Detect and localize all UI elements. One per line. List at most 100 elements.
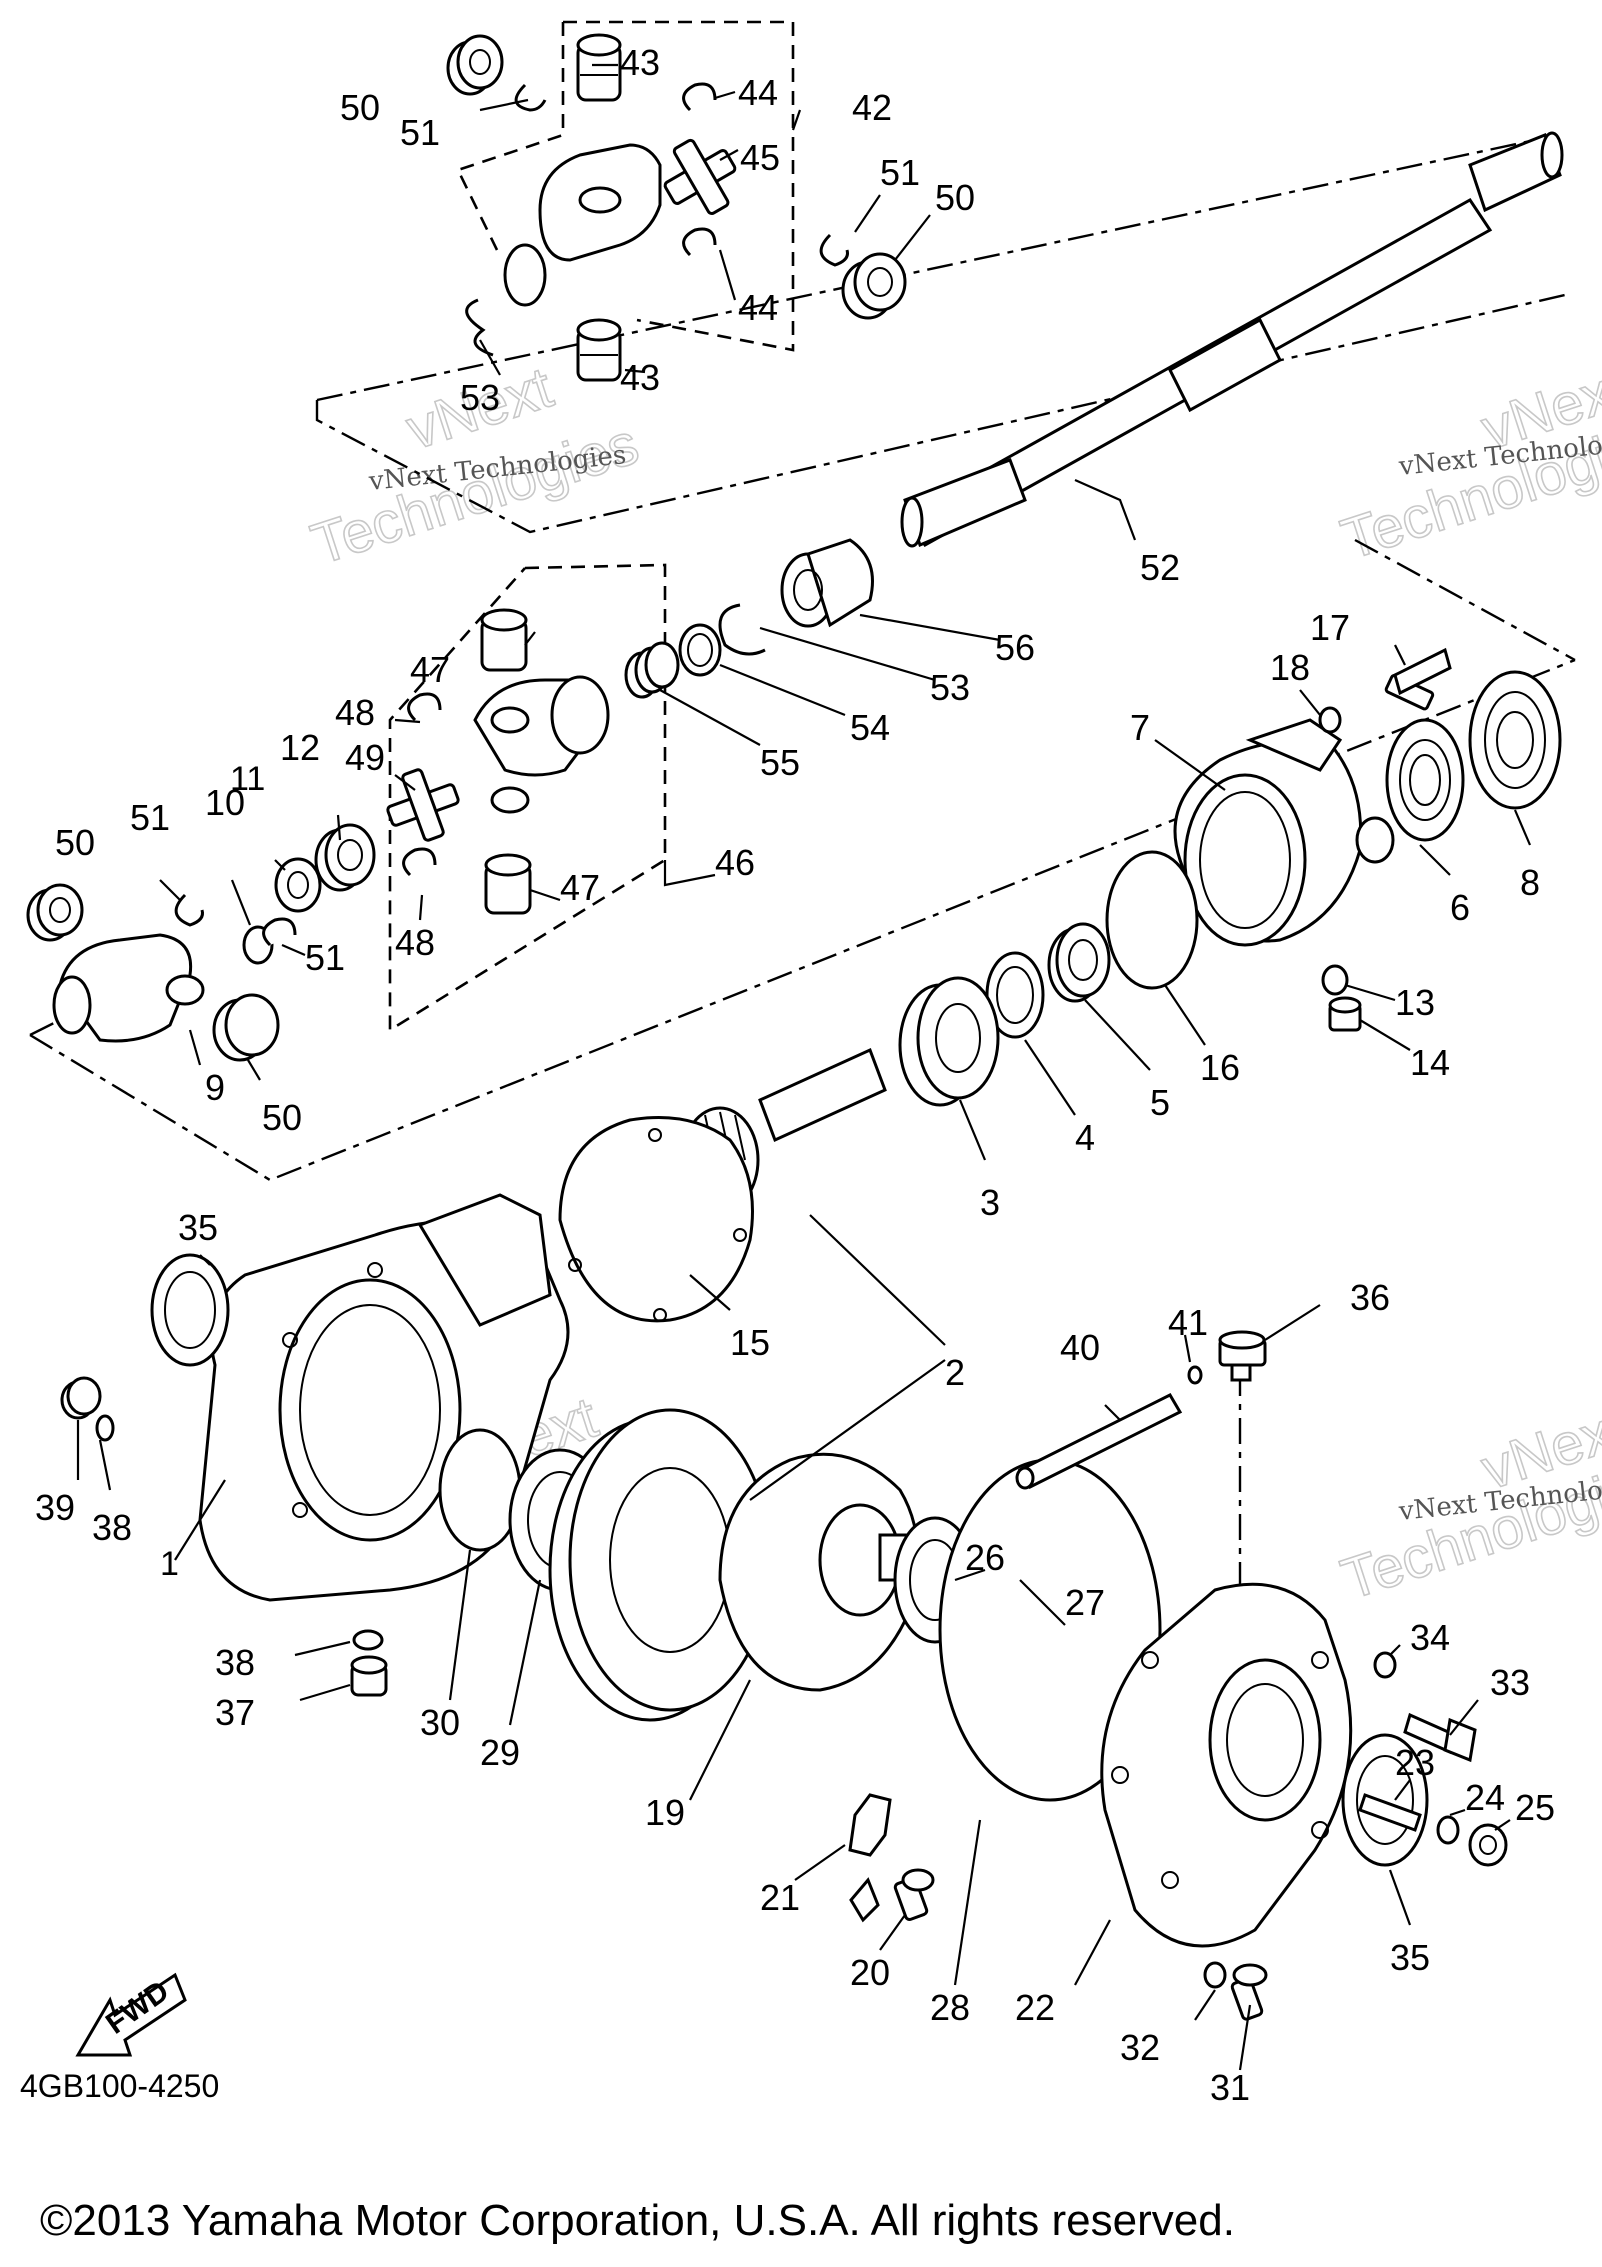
bearing-3 bbox=[898, 976, 1000, 1107]
forward-arrow-icon: FWD bbox=[75, 1972, 187, 2057]
circlip-51-right bbox=[819, 233, 849, 267]
callout-9: 9 bbox=[205, 1067, 225, 1108]
callout-26: 26 bbox=[965, 1537, 1005, 1578]
bearing-cup-47-upper bbox=[480, 608, 528, 672]
callout-27: 27 bbox=[1065, 1582, 1105, 1623]
shaft-line-bottom bbox=[315, 293, 1566, 534]
callout-30: 30 bbox=[420, 1702, 460, 1743]
callout-22: 22 bbox=[1015, 1987, 1055, 2028]
callout-38b: 38 bbox=[215, 1642, 255, 1683]
callout-51b: 51 bbox=[880, 152, 920, 193]
callout-35b: 35 bbox=[1390, 1937, 1430, 1978]
callout-20: 20 bbox=[850, 1952, 890, 1993]
callout-56: 56 bbox=[995, 627, 1035, 668]
callout-29: 29 bbox=[480, 1732, 520, 1773]
yoke-line-end bbox=[29, 1018, 61, 1037]
callout-5: 5 bbox=[1150, 1082, 1170, 1123]
callout-53b: 53 bbox=[930, 667, 970, 708]
oring-16 bbox=[1105, 850, 1199, 990]
circlip-53-mid bbox=[718, 603, 766, 656]
callout-32: 32 bbox=[1120, 2027, 1160, 2068]
callout-17: 17 bbox=[1310, 607, 1350, 648]
callout-28: 28 bbox=[930, 1987, 970, 2028]
callout-44a: 44 bbox=[738, 72, 778, 113]
callout-1: 1 bbox=[160, 1545, 179, 1583]
yoke-upper-ear bbox=[578, 186, 622, 214]
ring-gear bbox=[548, 1408, 772, 1722]
yoke-upper-splines bbox=[503, 243, 547, 307]
bearing-line bbox=[1354, 538, 1576, 662]
bearing-cup-43-lower bbox=[576, 318, 622, 382]
callout-42: 42 bbox=[852, 87, 892, 128]
callout-3: 3 bbox=[980, 1182, 1000, 1223]
breather-36 bbox=[1218, 1330, 1267, 1382]
callout-50c: 50 bbox=[55, 822, 95, 863]
yoke-line bbox=[29, 658, 1576, 1182]
lower-universal-joint bbox=[26, 883, 297, 1062]
dust-boot-56 bbox=[780, 538, 874, 628]
bolt-17 bbox=[1384, 647, 1452, 711]
callout-4: 4 bbox=[1075, 1117, 1095, 1158]
bearing-cup-43-upper bbox=[576, 33, 622, 102]
callout-33: 33 bbox=[1490, 1662, 1530, 1703]
callout-36: 36 bbox=[1350, 1277, 1390, 1318]
nut-25 bbox=[1468, 1823, 1508, 1867]
callout-8: 8 bbox=[1520, 862, 1540, 903]
washer-38-lower bbox=[352, 1629, 384, 1651]
bolt-33 bbox=[1403, 1712, 1477, 1763]
circlip-51-lower-left bbox=[262, 917, 297, 947]
circlip-44-lower bbox=[682, 227, 717, 257]
differential-19 bbox=[718, 1452, 922, 1692]
shaft-mid-collar bbox=[1168, 317, 1282, 413]
boundary-46 bbox=[388, 563, 667, 1033]
case-1-upper-boss bbox=[417, 1193, 552, 1327]
callout-12: 12 bbox=[280, 727, 320, 768]
callout-40: 40 bbox=[1060, 1327, 1100, 1368]
housing-7-flange bbox=[1245, 718, 1343, 772]
stud-23 bbox=[1358, 1793, 1422, 1832]
left-seal-parts bbox=[242, 823, 376, 965]
nut-5 bbox=[1047, 922, 1111, 1003]
callout-34: 34 bbox=[1410, 1617, 1450, 1658]
shaft-40 bbox=[1015, 1393, 1183, 1490]
mid-seal-parts bbox=[624, 538, 874, 699]
callout-43b: 43 bbox=[620, 357, 660, 398]
bearing-6 bbox=[1385, 718, 1465, 842]
boundary-46b bbox=[388, 567, 526, 890]
yoke-9 bbox=[58, 933, 193, 1043]
bearing-cup-50-right bbox=[841, 252, 907, 320]
callout-52: 52 bbox=[1140, 547, 1180, 588]
callout-55: 55 bbox=[760, 742, 800, 783]
bolt-20 bbox=[893, 1868, 935, 1921]
callout-50a: 50 bbox=[340, 87, 380, 128]
callout-14: 14 bbox=[1410, 1042, 1450, 1083]
callout-47b: 47 bbox=[560, 867, 600, 908]
seal-8 bbox=[1468, 670, 1562, 810]
copyright-notice: ©2013 Yamaha Motor Corporation, U.S.A. A… bbox=[40, 2196, 1235, 2245]
callout-16: 16 bbox=[1200, 1047, 1240, 1088]
boundary-42b bbox=[456, 22, 565, 251]
yoke-middle-splined bbox=[550, 675, 610, 755]
callout-50d: 50 bbox=[262, 1097, 302, 1138]
callout-51c: 51 bbox=[130, 797, 170, 838]
yoke-9-splines bbox=[52, 975, 92, 1035]
callout-6: 6 bbox=[1450, 887, 1470, 928]
plug-37 bbox=[350, 1655, 388, 1697]
callout-18: 18 bbox=[1270, 647, 1310, 688]
bearing-cup-47-lower bbox=[484, 853, 532, 915]
callout-25: 25 bbox=[1515, 1787, 1555, 1828]
callout-23: 23 bbox=[1395, 1742, 1435, 1783]
propeller-shaft-52 bbox=[900, 131, 1564, 548]
shim-30 bbox=[438, 1428, 522, 1552]
seal-35-right bbox=[1341, 1733, 1429, 1867]
washer-54 bbox=[678, 623, 722, 677]
callout-11: 11 bbox=[230, 760, 265, 798]
callout-41: 41 bbox=[1168, 1302, 1208, 1343]
callout-37: 37 bbox=[215, 1692, 255, 1733]
callout-54: 54 bbox=[850, 707, 890, 748]
seal-35-left bbox=[150, 1253, 230, 1367]
callout-15: 15 bbox=[730, 1322, 770, 1363]
washer-32 bbox=[1203, 1961, 1227, 1989]
washer-18 bbox=[1318, 706, 1342, 734]
